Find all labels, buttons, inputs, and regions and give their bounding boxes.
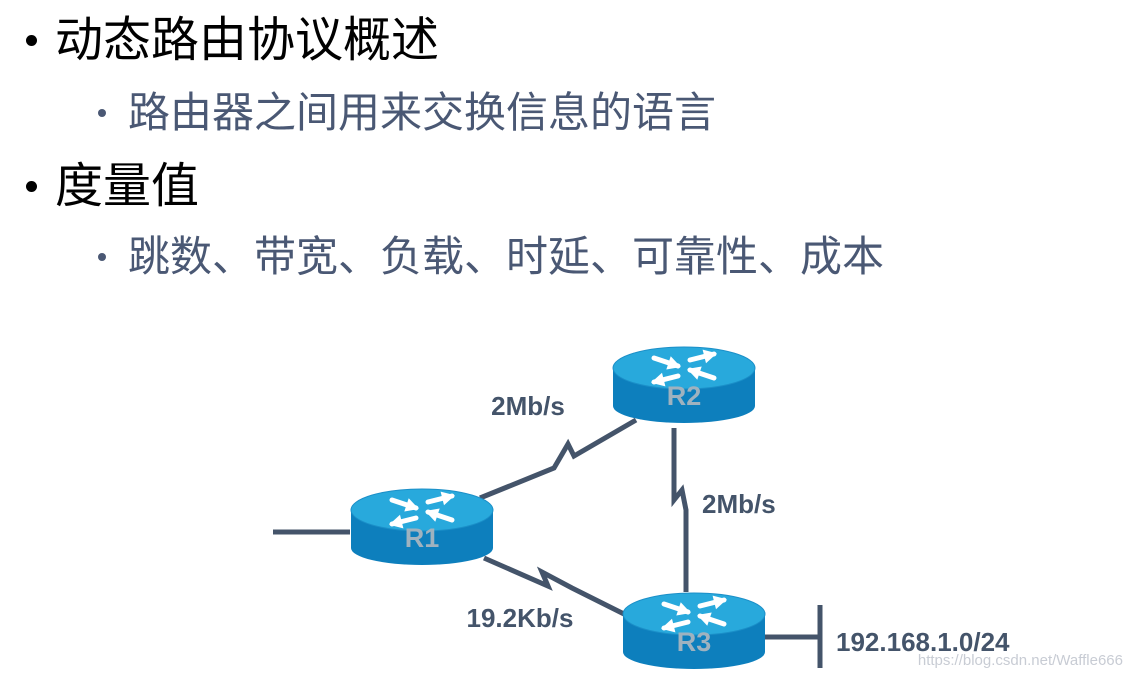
router-label-r1: R1 (405, 523, 440, 553)
bullet-text: 动态路由协议概述 (55, 12, 440, 68)
bullet-dot (98, 109, 106, 117)
bullet-dot (26, 180, 37, 192)
link-label-r1-r2: 2Mb/s (491, 391, 565, 421)
router-label-r3: R3 (677, 627, 712, 657)
bullet-dot (26, 34, 37, 46)
bullet-dot (98, 253, 106, 261)
router-r3-icon: R3 (622, 592, 766, 669)
router-r2-icon: R2 (612, 346, 756, 423)
link-label-r1-r3: 19.2Kb/s (467, 603, 574, 633)
link-r1-r2 (479, 417, 638, 501)
subbullet-routing-language: 路由器之间用来交换信息的语言 (98, 88, 716, 138)
router-label-r2: R2 (667, 381, 702, 411)
router-r1-icon: R1 (350, 488, 494, 565)
link-label-r2-r3: 2Mb/s (702, 489, 776, 519)
bullet-text: 度量值 (55, 158, 200, 214)
labels-layer: 2Mb/s 2Mb/s 19.2Kb/s 192.168.1.0/24 (467, 391, 1011, 657)
links-layer (273, 417, 823, 668)
watermark: https://blog.csdn.net/Waffle666 (917, 652, 1123, 669)
bullet-text: 路由器之间用来交换信息的语言 (128, 88, 717, 137)
subbullet-metric-types: 跳数、带宽、负载、时延、可靠性、成本 (98, 232, 884, 282)
bullet-metric: 度量值 (26, 158, 199, 214)
bullet-dynamic-routing-overview: 动态路由协议概述 (26, 12, 439, 68)
network-label: 192.168.1.0/24 (836, 627, 1010, 657)
bullet-text: 跳数、带宽、负载、时延、可靠性、成本 (128, 232, 885, 281)
link-r1-r3 (482, 555, 626, 617)
link-r2-r3 (671, 428, 689, 592)
